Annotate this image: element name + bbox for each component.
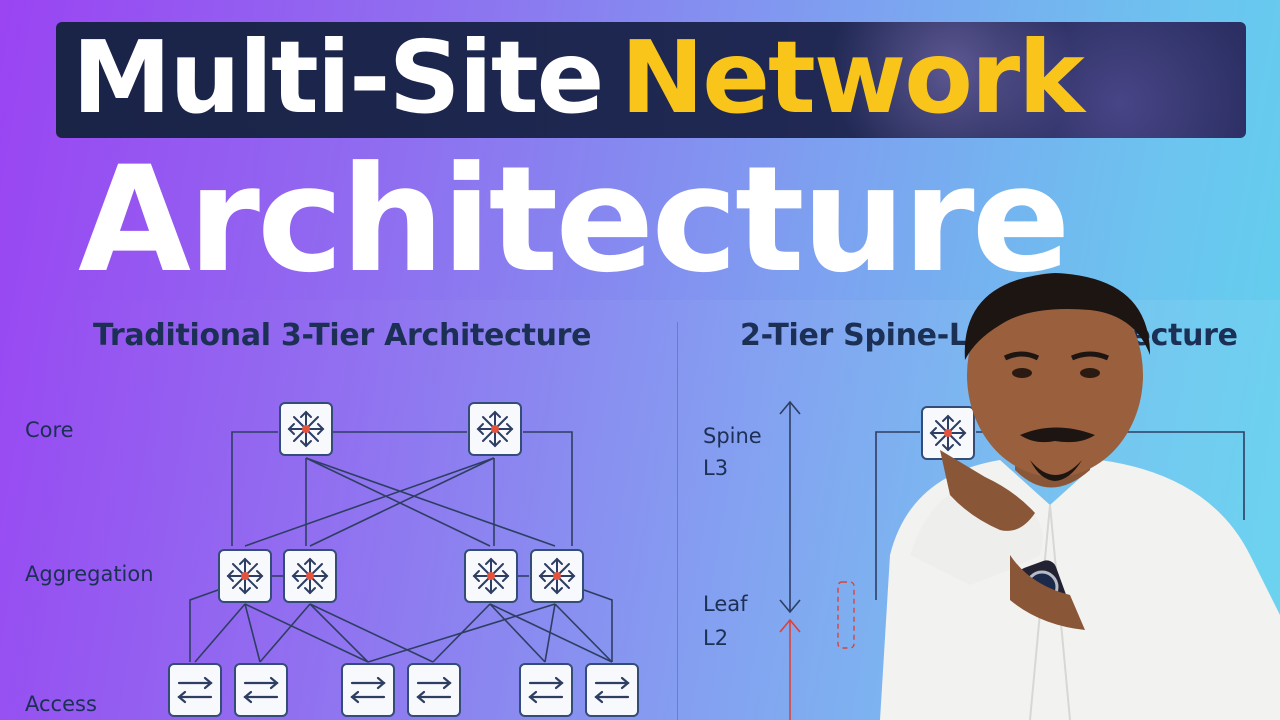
switch-icon (350, 676, 386, 704)
access-switch-4 (407, 663, 461, 717)
access-switch-3 (341, 663, 395, 717)
router-icon (476, 410, 514, 448)
switch-icon (243, 676, 279, 704)
router-icon (226, 557, 264, 595)
switch-icon (416, 676, 452, 704)
aggregation-router-1 (218, 549, 272, 603)
access-switch-6 (585, 663, 639, 717)
router-icon (538, 557, 576, 595)
headline-line-2: Architecture (78, 135, 1071, 305)
headline-word-multisite: Multi-Site (72, 19, 604, 136)
tier-label-access: Access (25, 692, 97, 716)
presenter-illustration (880, 273, 1280, 720)
switch-icon (177, 676, 213, 704)
tier-label-leaf: Leaf (703, 592, 748, 616)
switch-icon (594, 676, 630, 704)
core-router-1 (279, 402, 333, 456)
headline-word-network: Network (620, 19, 1085, 136)
three-tier-title: Traditional 3-Tier Architecture (93, 318, 592, 353)
tier-label-l3: L3 (703, 456, 729, 480)
aggregation-router-3 (464, 549, 518, 603)
access-switch-1 (168, 663, 222, 717)
tier-label-spine: Spine (703, 424, 762, 448)
router-icon (287, 410, 325, 448)
starfield-decoration (826, 22, 1246, 138)
diagram-divider (677, 322, 678, 720)
title-banner (56, 22, 1246, 138)
access-switch-2 (234, 663, 288, 717)
router-icon (929, 414, 967, 452)
tier-label-aggregation: Aggregation (25, 562, 154, 586)
switch-icon (528, 676, 564, 704)
aggregation-router-4 (530, 549, 584, 603)
core-router-2 (468, 402, 522, 456)
tier-label-core: Core (25, 418, 74, 442)
router-icon (472, 557, 510, 595)
aggregation-router-2 (283, 549, 337, 603)
tier-label-l2: L2 (703, 626, 729, 650)
router-icon (291, 557, 329, 595)
access-switch-5 (519, 663, 573, 717)
presenter-photo (850, 255, 1280, 720)
